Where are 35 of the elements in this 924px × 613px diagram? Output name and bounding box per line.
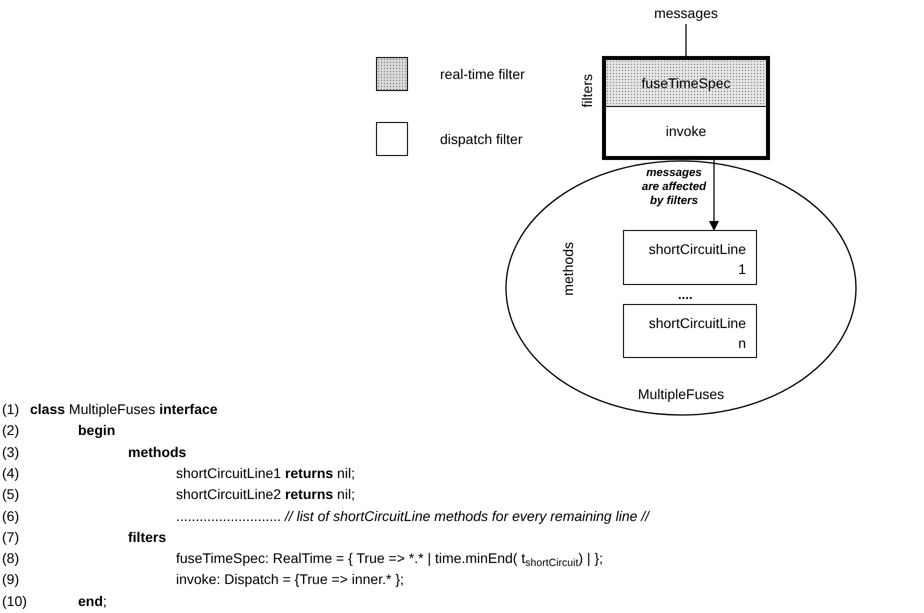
line-number: (2): [2, 421, 20, 440]
code-text: shortCircuitLine1 returns nil;: [176, 464, 355, 483]
line-number: (1): [2, 400, 20, 419]
legend-label: dispatch filter: [440, 130, 522, 149]
code-text: begin: [78, 421, 116, 440]
edge-label: messages are affected by filters: [640, 166, 708, 208]
line-number: (5): [2, 485, 20, 504]
arrow: [709, 160, 719, 231]
code-text: ........................... // list of shortCircuitLine methods for every remaining line //: [176, 506, 650, 526]
method-box: shortCircuitLine 1: [623, 230, 757, 285]
ellipsis-label: ....: [678, 288, 692, 301]
object-ellipse: [505, 160, 857, 416]
rotated-heading: methods: [561, 242, 575, 296]
line-number: (10): [2, 592, 27, 611]
line-number: (3): [2, 442, 20, 462]
node-label: messages: [626, 2, 746, 24]
method-box: shortCircuitLine n: [623, 304, 757, 358]
line-number: (9): [2, 570, 20, 590]
ellipse-caption: MultipleFuses: [636, 385, 726, 404]
code-text: end;: [78, 592, 107, 611]
code-text: filters: [128, 528, 166, 547]
line-number: (6): [2, 506, 20, 526]
line-number: (4): [2, 464, 20, 483]
line-number: (8): [2, 549, 20, 568]
legend-label: real-time filter: [440, 65, 525, 84]
code-text: class MultipleFuses interface: [30, 400, 218, 419]
code-text: .* | time.minEnd( t$_{shortCircuit}$) | };: [414, 549, 604, 568]
code-text: fuseTimeSpec: RealTime = { True => *: [176, 549, 414, 568]
line-number: (7): [2, 528, 20, 547]
filter-box: fuseTimeSpec: [606, 60, 766, 107]
code-text: methods: [128, 442, 186, 462]
code-text: invoke: Dispatch = {True => inner.* };: [176, 570, 404, 590]
rotated-heading: filters: [580, 74, 594, 108]
code-text: shortCircuitLine2 returns nil;: [176, 485, 355, 504]
connector-line: [685, 24, 687, 56]
